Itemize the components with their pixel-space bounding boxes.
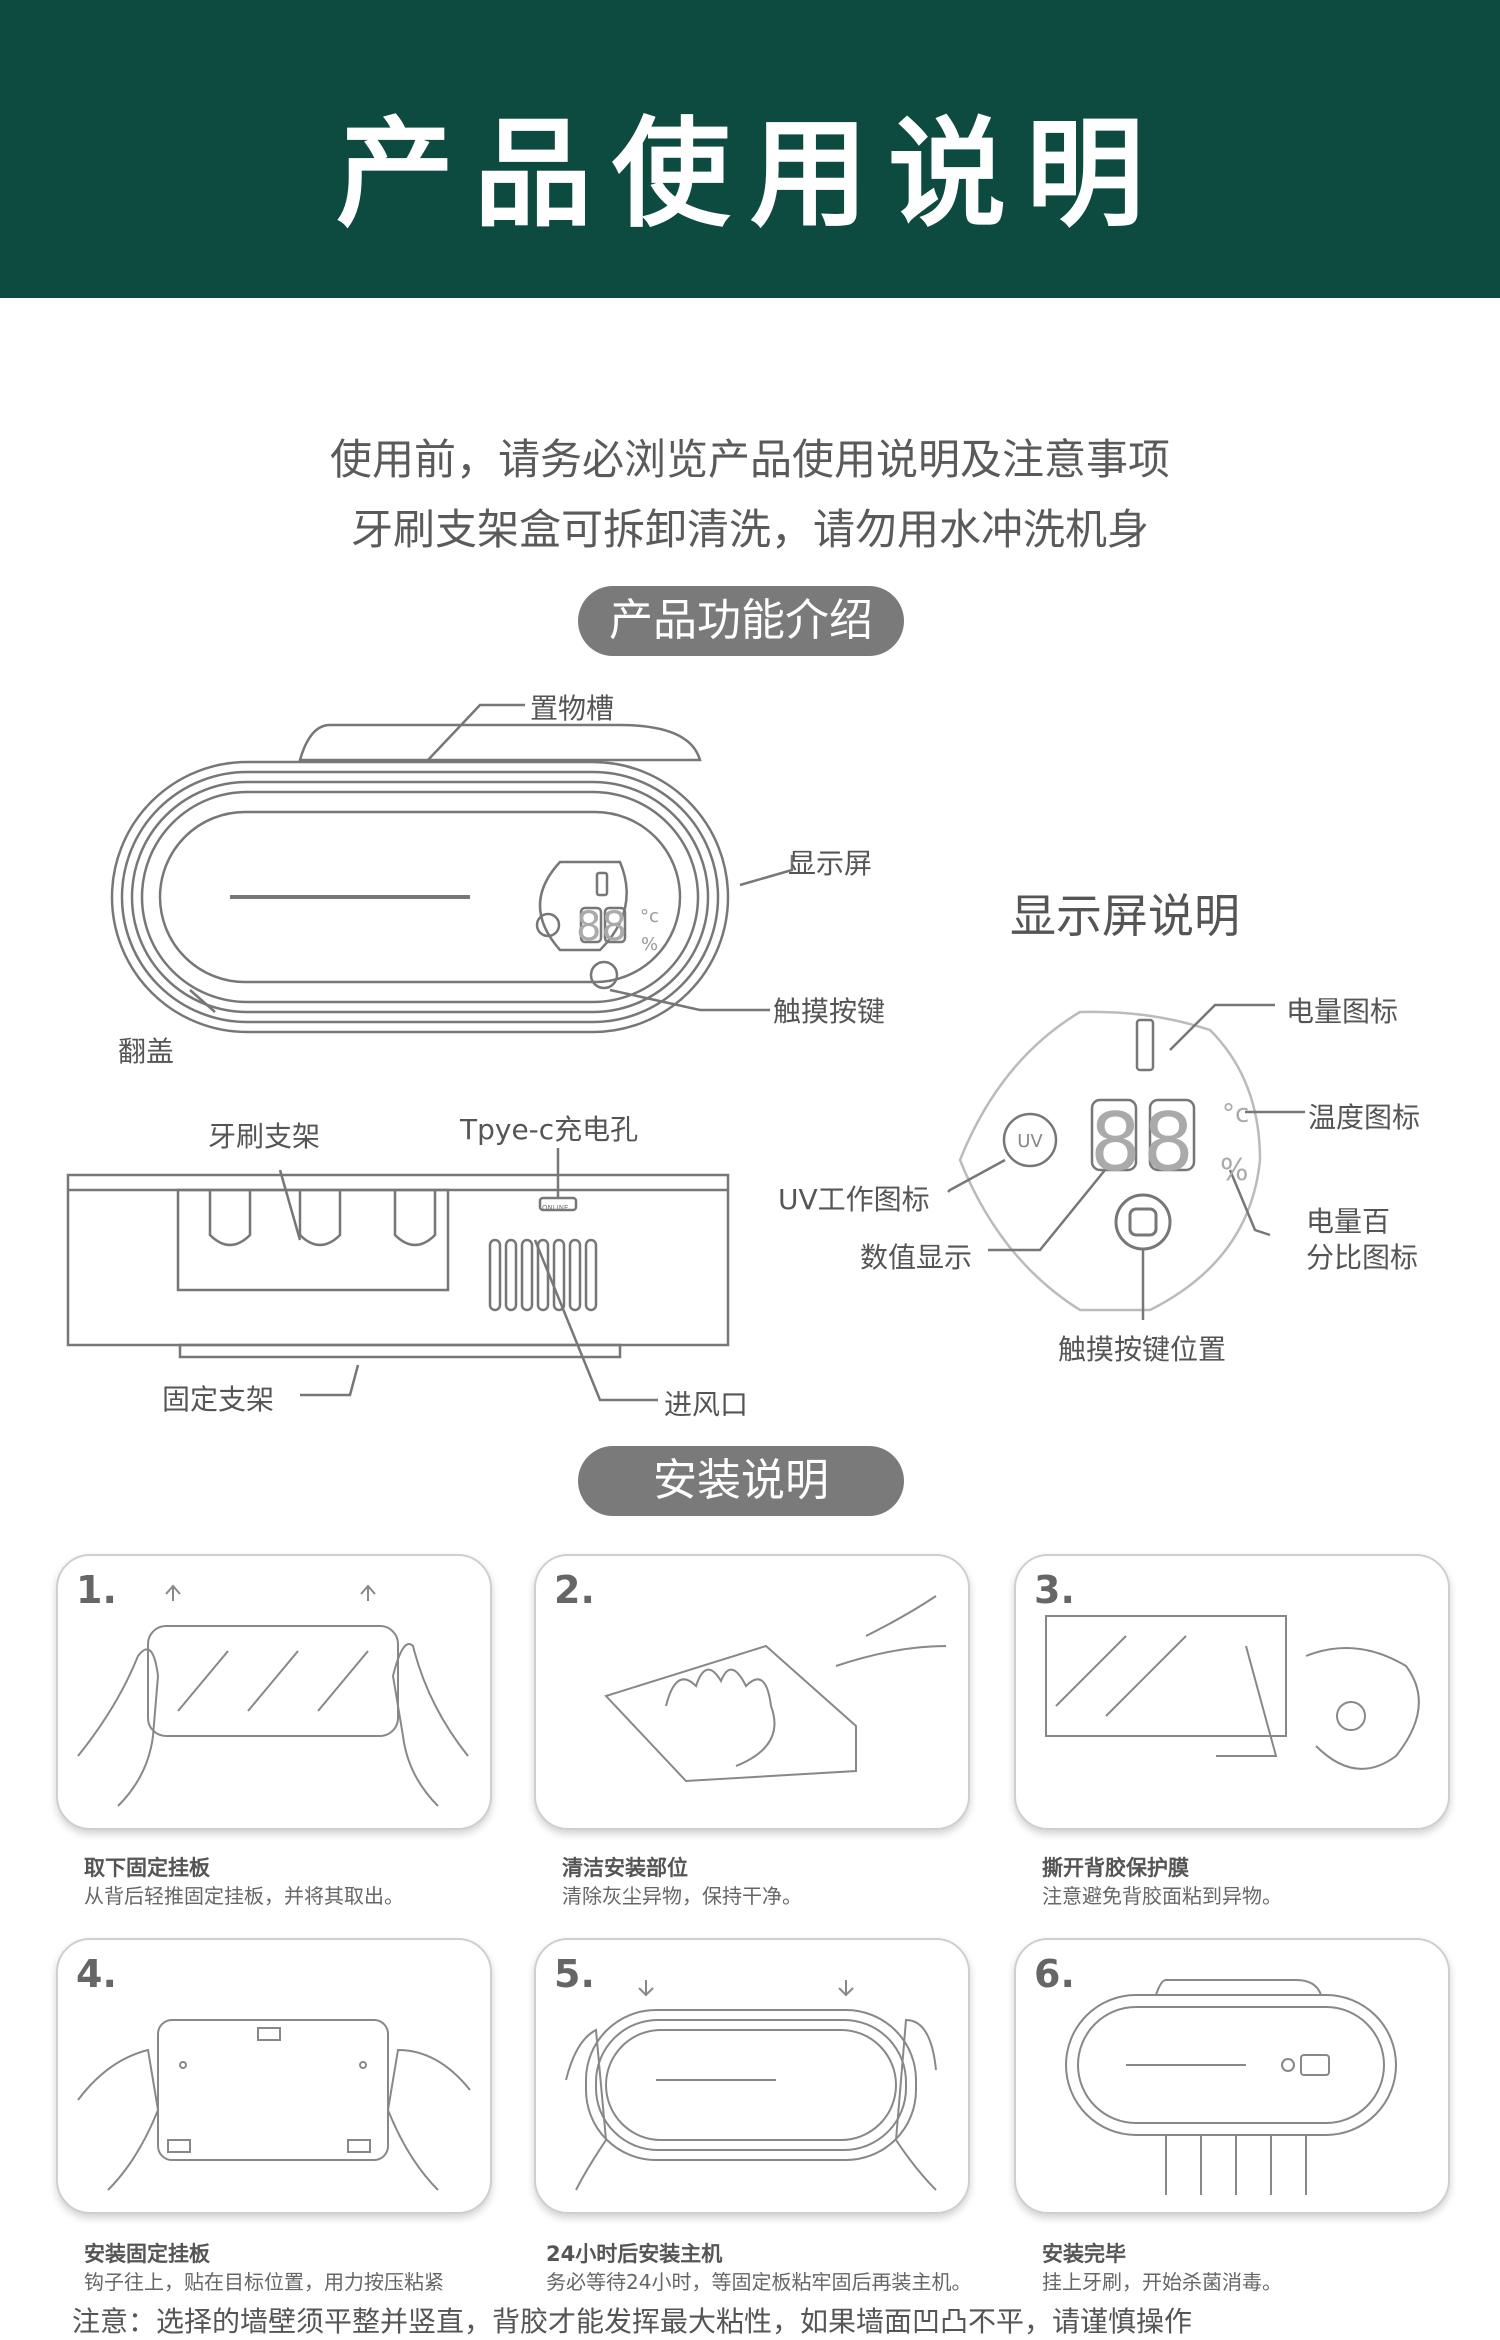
mini-digits: 88 bbox=[576, 904, 627, 950]
device-outline-4 bbox=[140, 790, 700, 1004]
step-card-2: 2. bbox=[534, 1554, 970, 1830]
label-display: 显示屏 bbox=[788, 847, 873, 880]
air-inlet-vents bbox=[488, 1238, 598, 1312]
label-air-inlet: 进风口 bbox=[664, 1388, 749, 1421]
step-3-illustration bbox=[1045, 1615, 1420, 1770]
step-card-6: 6. bbox=[1014, 1938, 1450, 2214]
zoom-digit-1 bbox=[1090, 1098, 1138, 1172]
zoom-uv-icon bbox=[1002, 1112, 1058, 1168]
section-title-installation: 安装说明 bbox=[578, 1446, 904, 1516]
label-toothbrush-holder: 牙刷支架 bbox=[208, 1120, 321, 1153]
step-5-desc: 务必等待24小时，等固定板粘牢固后再装主机。 bbox=[546, 2270, 972, 2294]
step-4-title: 安装固定挂板 bbox=[84, 2242, 210, 2266]
display-section-title: 显示屏说明 bbox=[1010, 889, 1240, 943]
leader-value-display bbox=[988, 1169, 1106, 1252]
step-2-title: 清洁安装部位 bbox=[562, 1856, 688, 1880]
step-3-desc: 注意避免背胶面粘到异物。 bbox=[1042, 1884, 1282, 1908]
step-number: 5. bbox=[554, 1952, 595, 1996]
section-title-features: 产品功能介绍 bbox=[578, 586, 904, 656]
leader-touch bbox=[609, 988, 770, 1012]
label-battery-percent-1: 电量百 bbox=[1306, 1205, 1391, 1238]
step-5-illustration bbox=[565, 1980, 937, 2191]
step-1-desc: 从背后轻推固定挂板，并将其取出。 bbox=[84, 1884, 404, 1908]
brush-slot-1 bbox=[208, 1190, 252, 1247]
label-battery-icon: 电量图标 bbox=[1286, 995, 1399, 1028]
leader-bracket bbox=[300, 1364, 360, 1397]
zoom-percent: % bbox=[1220, 1153, 1249, 1188]
product-diagram: UV °c % ONLINE bbox=[66, 703, 1305, 1402]
label-value-display: 数值显示 bbox=[860, 1241, 973, 1274]
display-zoom-shape bbox=[958, 1010, 1262, 1312]
step-number: 6. bbox=[1034, 1952, 1075, 1996]
zoom-touch-key bbox=[1114, 1193, 1172, 1251]
storage-tray-shape bbox=[298, 723, 702, 762]
step-number: 2. bbox=[554, 1568, 595, 1612]
label-temperature-icon: 温度图标 bbox=[1308, 1101, 1421, 1134]
step-card-4: 4. bbox=[56, 1938, 492, 2214]
mini-percent: % bbox=[641, 934, 659, 955]
leader-holder bbox=[278, 1169, 302, 1241]
step-card-5: 5. bbox=[534, 1938, 970, 2214]
step-number: 1. bbox=[76, 1568, 117, 1612]
step-6-desc: 挂上牙刷，开始杀菌消毒。 bbox=[1042, 2270, 1282, 2294]
mini-touch-button bbox=[589, 960, 619, 990]
mini-display-shape bbox=[538, 860, 628, 952]
label-battery-percent-2: 分比图标 bbox=[1306, 1241, 1419, 1274]
intro-line-2: 牙刷支架盒可拆卸清洗，请勿用水冲洗机身 bbox=[350, 505, 1149, 554]
port-marking: ONLINE bbox=[542, 1204, 568, 1212]
device-outline-1 bbox=[110, 760, 730, 1034]
device-front-panel bbox=[158, 810, 682, 984]
label-touch-key-position: 触摸按键位置 bbox=[1058, 1333, 1227, 1366]
brush-slot-2 bbox=[298, 1190, 342, 1247]
label-charging-port: Tpye-c充电孔 bbox=[460, 1113, 639, 1146]
step-6-title: 安装完毕 bbox=[1042, 2242, 1126, 2266]
step-card-3: 3. bbox=[1014, 1554, 1450, 1830]
label-uv-icon: UV工作图标 bbox=[778, 1183, 930, 1216]
leader-inlet bbox=[533, 1239, 658, 1402]
step-2-desc: 清除灰尘异物，保持干净。 bbox=[562, 1884, 802, 1908]
step-card-1: 1. bbox=[56, 1554, 492, 1830]
device-outline-3 bbox=[130, 780, 710, 1014]
device-outline-2 bbox=[120, 770, 720, 1024]
zoom-uv-text: UV bbox=[1017, 1131, 1043, 1152]
leader-battery-icon bbox=[1169, 1003, 1275, 1051]
step-number: 3. bbox=[1034, 1568, 1075, 1612]
label-touch-key: 触摸按键 bbox=[773, 995, 886, 1028]
label-flip-cover: 翻盖 bbox=[118, 1035, 175, 1068]
label-fixed-bracket: 固定支架 bbox=[162, 1383, 275, 1416]
header-banner: 产品使用说明 bbox=[0, 0, 1500, 298]
device-side-bracket bbox=[178, 1343, 622, 1359]
mini-digit-1 bbox=[579, 906, 603, 944]
mini-digit-2 bbox=[603, 906, 627, 944]
brush-slot-3 bbox=[393, 1190, 437, 1247]
zoom-celsius: °c bbox=[1222, 1099, 1249, 1129]
step-number: 4. bbox=[76, 1952, 117, 1996]
leader-storage bbox=[427, 703, 525, 761]
step-4-illustration bbox=[77, 2019, 471, 2191]
leader-flip bbox=[189, 989, 216, 1013]
footer-note: 注意：选择的墙壁须平整并竖直，背胶才能发挥最大粘性，如果墙面凹凸不平，请谨慎操作 bbox=[72, 2305, 1193, 2338]
mini-uv-icon bbox=[535, 912, 561, 938]
page-title: 产品使用说明 bbox=[335, 105, 1164, 243]
leader-uv-icon bbox=[947, 1158, 1006, 1193]
zoom-digits: 88 bbox=[1090, 1096, 1196, 1189]
zoom-digit-2 bbox=[1148, 1098, 1196, 1172]
mini-battery-icon bbox=[595, 871, 609, 897]
leader-percent-icon bbox=[1228, 1169, 1271, 1237]
leader-display bbox=[739, 855, 794, 887]
zoom-battery-icon bbox=[1135, 1018, 1155, 1072]
label-storage-slot: 置物槽 bbox=[530, 692, 615, 725]
mini-celsius: °c bbox=[640, 906, 659, 927]
step-5-title: 24小时后安装主机 bbox=[546, 2242, 723, 2266]
step-1-title: 取下固定挂板 bbox=[84, 1856, 210, 1880]
step-3-title: 撕开背胶保护膜 bbox=[1042, 1856, 1189, 1880]
step-6-illustration bbox=[1065, 1979, 1397, 2195]
device-side-body bbox=[66, 1173, 730, 1347]
toothbrush-holder-box bbox=[176, 1188, 450, 1292]
intro-line-1: 使用前，请务必浏览产品使用说明及注意事项 bbox=[329, 435, 1170, 484]
step-1-illustration bbox=[77, 1584, 469, 1807]
step-2-illustration bbox=[604, 1595, 947, 1783]
step-4-desc: 钩子往上，贴在目标位置，用力按压粘紧 bbox=[84, 2270, 444, 2294]
